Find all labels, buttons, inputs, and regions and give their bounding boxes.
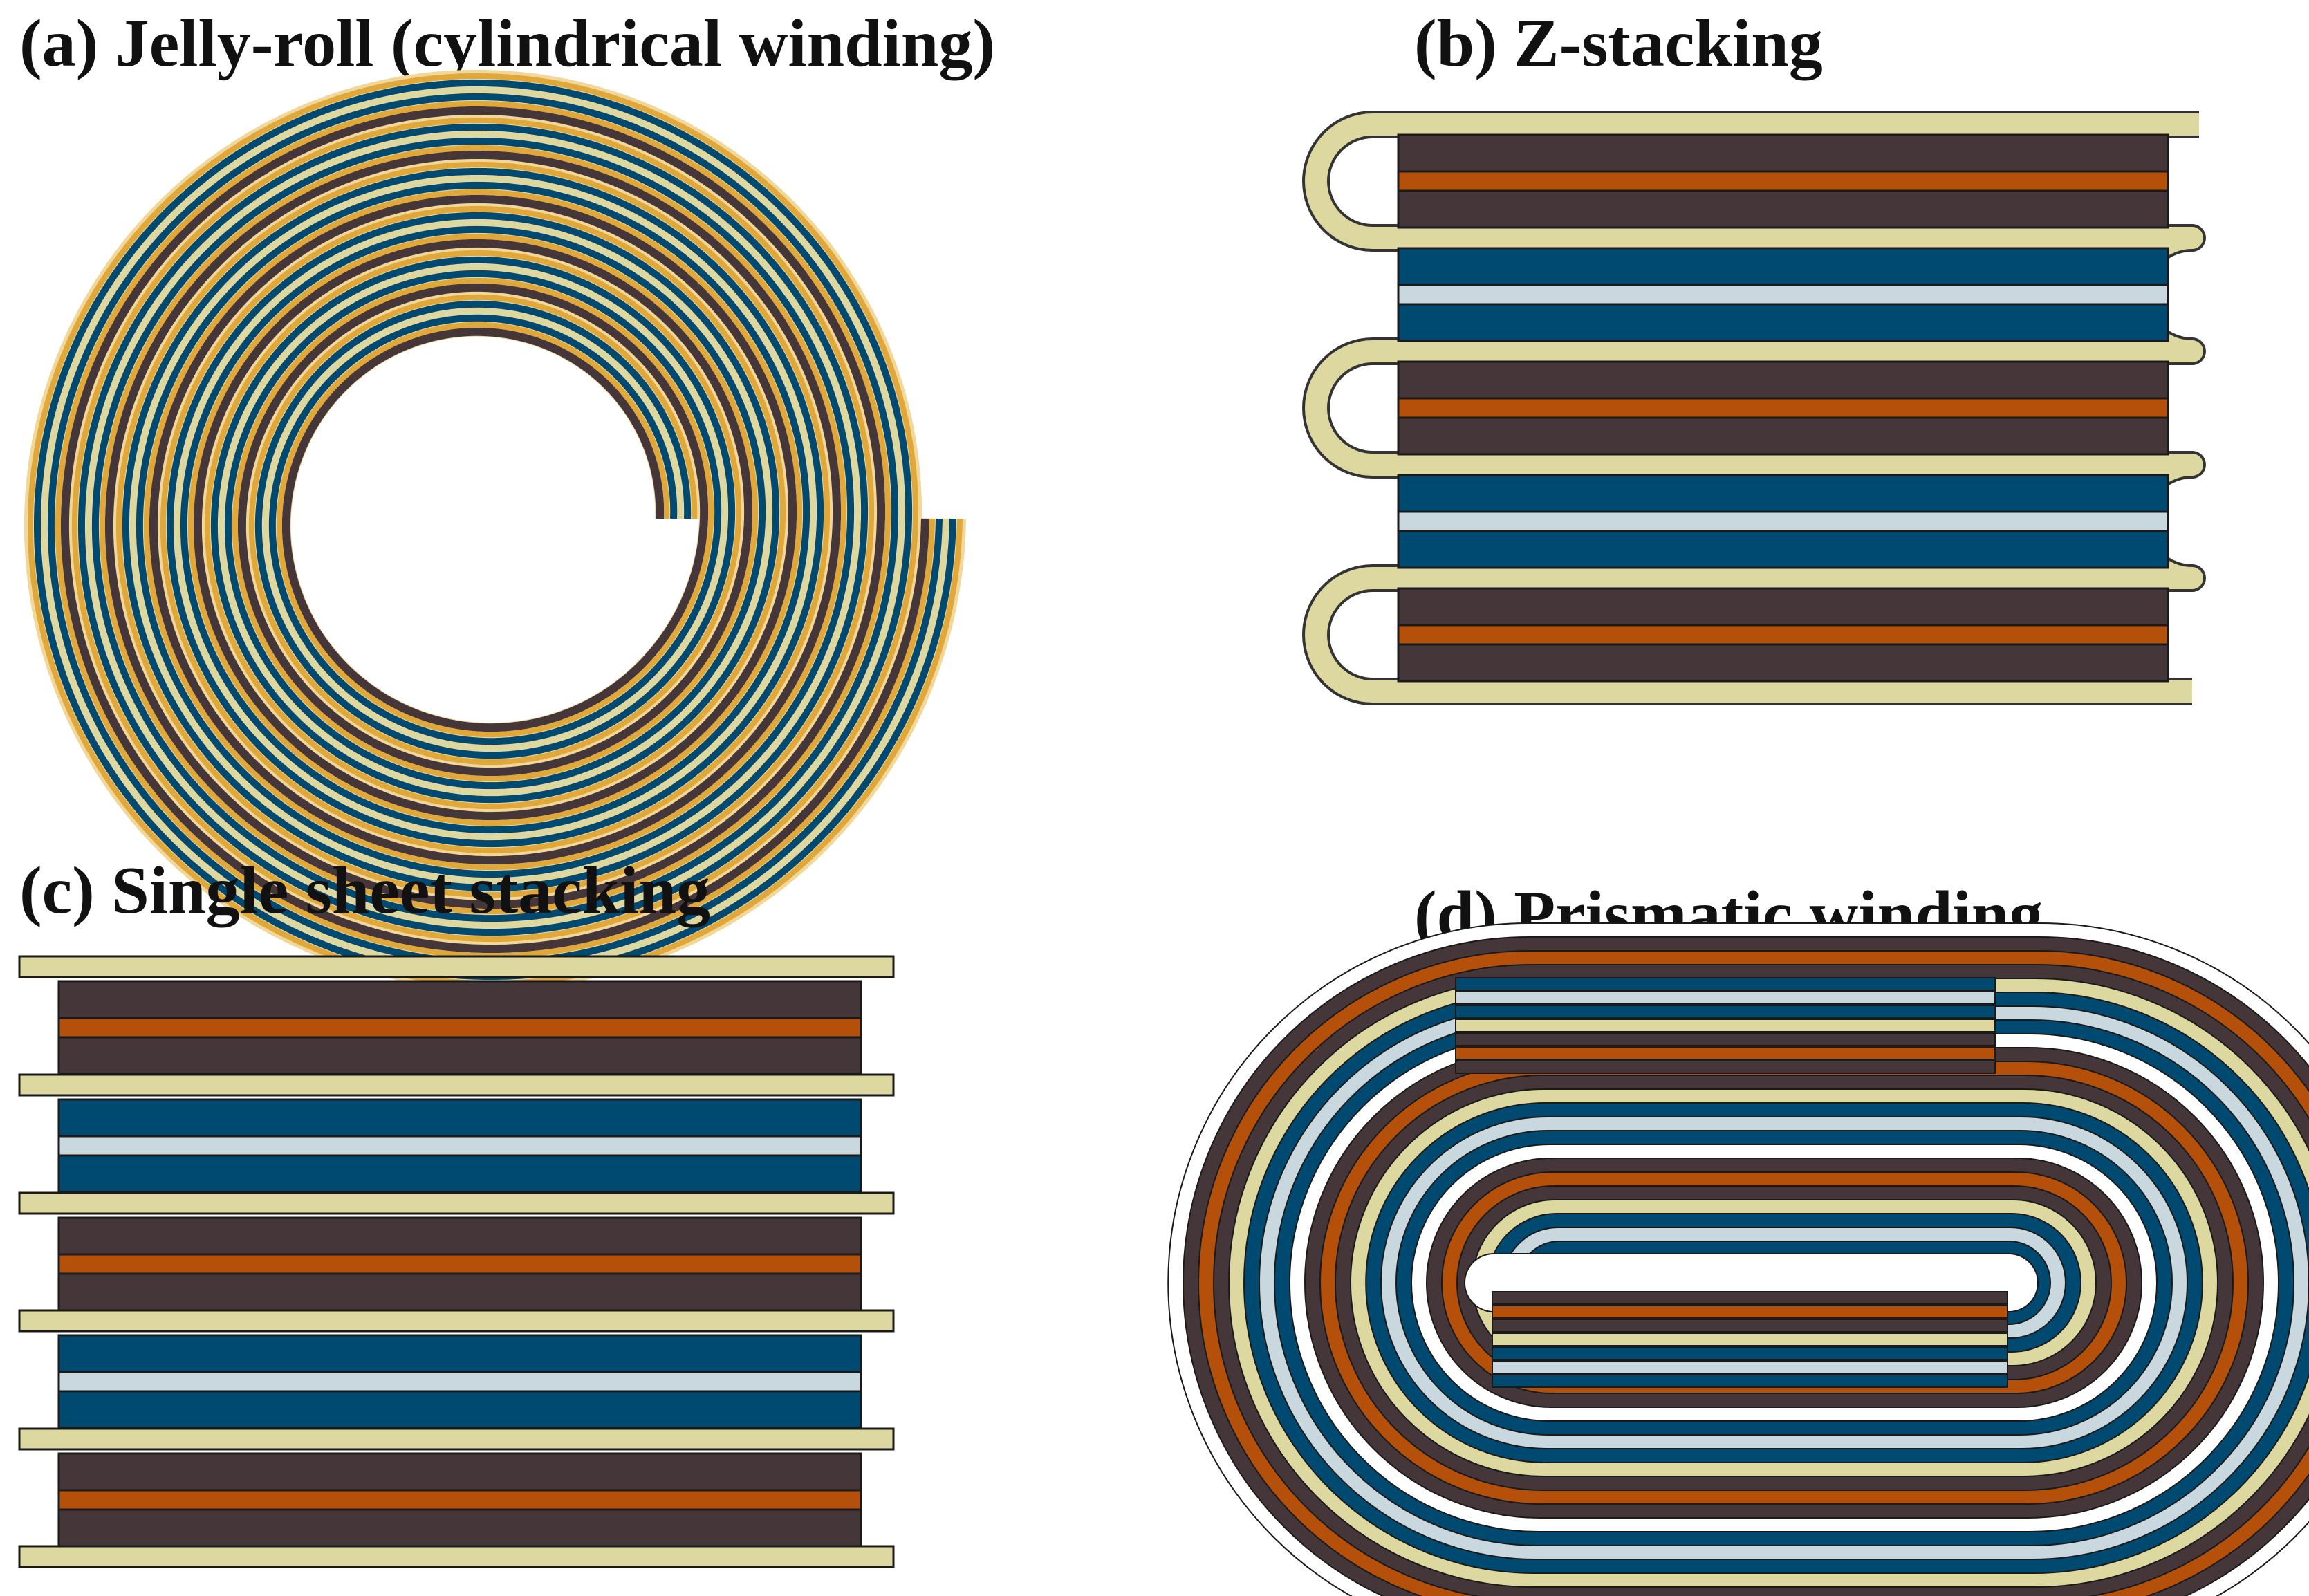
panel-a-label: (a) Jelly-roll (cylindrical winding) — [19, 6, 995, 81]
prismatic-inner-separator — [1492, 1333, 2008, 1346]
jellyroll-band — [41, 86, 949, 972]
z-electrode-stack — [1397, 133, 2169, 683]
jellyroll-band — [28, 73, 963, 986]
prismatic-inner-cathode_foil — [1492, 1360, 2008, 1374]
prismatic-inner-anode — [1492, 1291, 2008, 1305]
prismatic-tail-anode — [1455, 1060, 1996, 1074]
panel-d-prismatic: (d) Prismatic winding — [1167, 878, 2309, 1596]
z-separator — [1305, 113, 2203, 703]
panel-c-single-sheet: (c) Single sheet stacking — [18, 853, 895, 1568]
jellyroll-spiral — [24, 69, 966, 990]
prismatic-tail-cathode_foil — [1455, 991, 1996, 1005]
c-separator-sheet — [18, 1545, 895, 1568]
panel-a-jellyroll: (a) Jelly-roll (cylindrical winding) — [19, 6, 995, 990]
panel-b-z-stacking: (b) Z-stacking — [1302, 6, 2206, 705]
z-cathode-foil — [1397, 510, 2169, 532]
prismatic-inner-cathode — [1492, 1346, 2008, 1360]
jellyroll-band — [34, 79, 956, 980]
prismatic-tail-anode_foil — [1455, 1046, 1996, 1060]
c-anode-foil — [57, 1253, 862, 1275]
c-cathode-foil — [57, 1135, 862, 1157]
jellyroll-band — [60, 106, 929, 954]
c-anode-foil — [57, 1489, 862, 1511]
prismatic-inner-anode_foil — [1492, 1305, 2008, 1319]
prismatic-inner-anode — [1492, 1319, 2008, 1333]
z-separator-path — [1302, 111, 2206, 705]
c-anode-foil — [57, 1017, 862, 1039]
c-separator-sheet — [18, 1427, 895, 1451]
jellyroll-band — [47, 93, 943, 966]
panel-b-label: (b) Z-stacking — [1414, 6, 1823, 81]
panel-c-label: (c) Single sheet stacking — [19, 853, 710, 928]
z-anode-foil — [1397, 624, 2169, 646]
c-separator-sheet — [18, 1073, 895, 1097]
z-anode-foil — [1397, 170, 2169, 192]
prismatic-tail-cathode — [1455, 1005, 1996, 1019]
c-separator-sheet — [18, 1309, 895, 1333]
prismatic-inner-cathode — [1492, 1374, 2008, 1388]
prismatic-tail-separator — [1455, 1019, 1996, 1032]
c-separator-sheet — [18, 1191, 895, 1215]
jellyroll-band — [55, 100, 935, 959]
single-sheet-stack — [18, 955, 895, 1568]
z-anode-foil — [1397, 397, 2169, 419]
c-separator-sheet — [18, 955, 895, 978]
prismatic-tail-anode — [1455, 1032, 1996, 1046]
c-cathode-foil — [57, 1371, 862, 1393]
z-cathode-foil — [1397, 284, 2169, 306]
prismatic-tail-cathode — [1455, 977, 1996, 991]
prismatic-winding — [1167, 922, 2309, 1596]
